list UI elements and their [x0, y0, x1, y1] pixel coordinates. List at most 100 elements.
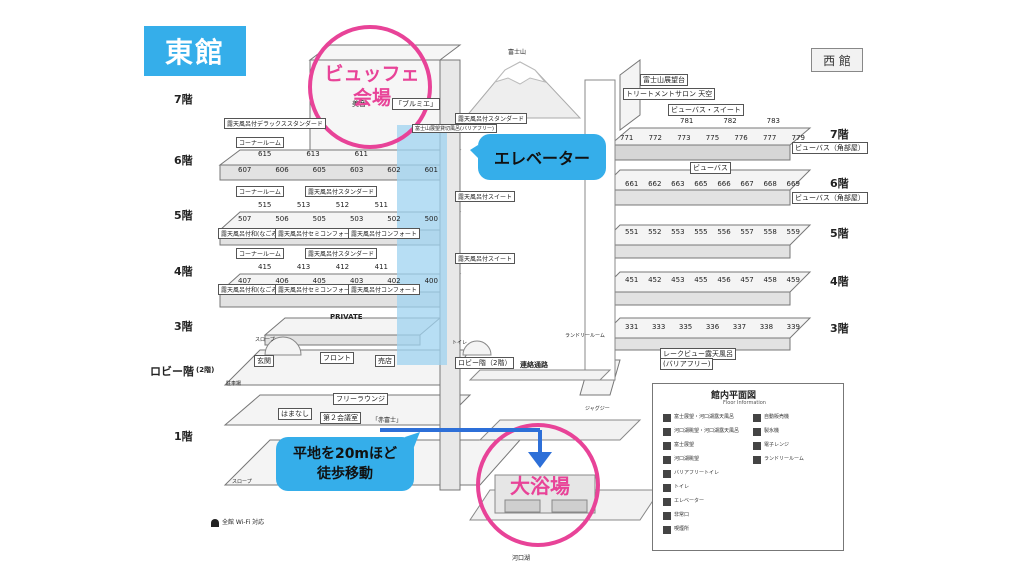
east-floor-3: 3階	[174, 320, 193, 333]
buffet-callout-line1: ビュッフェ	[324, 63, 420, 85]
east-floor-lobby-sub: (2階)	[196, 366, 215, 374]
room-number: 773	[677, 134, 691, 142]
wifi-note: 全館 Wi-Fi 対応	[211, 517, 264, 527]
room-number: 336	[705, 323, 720, 331]
legend-item: トイレ	[663, 484, 689, 492]
fuji-label: 富士山	[508, 49, 527, 56]
elevator-shaft	[397, 125, 447, 365]
room-number: 512	[335, 201, 350, 209]
legend-item-label: 製氷機	[764, 428, 780, 434]
legend-item-label: エレベーター	[674, 498, 705, 504]
room-number: 557	[740, 228, 754, 236]
entrance-label: 玄関	[254, 355, 274, 367]
legend-item: バリアフリートイレ	[663, 470, 719, 478]
room-number: 781	[680, 117, 694, 125]
legend-item: 河口湖眺望	[663, 456, 699, 464]
legend-symbol-icon	[663, 470, 671, 478]
legend-symbol-icon	[753, 442, 761, 450]
room-number: 782	[723, 117, 737, 125]
room-number: 331	[625, 323, 639, 331]
east-floor-7: 7階	[174, 93, 193, 106]
room-number: 500	[424, 215, 438, 223]
legend-item-label: トイレ	[674, 484, 690, 490]
west-floor-7: 7階	[830, 128, 849, 141]
west-stair-tower	[584, 79, 616, 381]
room-number: 506	[275, 215, 289, 223]
room-type-comfort-4: 露天風呂付コンフォート	[348, 284, 420, 295]
room-number: 551	[625, 228, 639, 236]
room-number: 411	[374, 263, 388, 271]
room-number: 553	[671, 228, 685, 236]
west-building-tag: 西 館	[811, 48, 863, 72]
room-number: 406	[275, 277, 289, 285]
buffet-callout-line2: 会場	[352, 87, 391, 109]
legend-symbol-icon	[753, 456, 761, 464]
room-number: 772	[648, 134, 662, 142]
room-number: 503	[349, 215, 364, 223]
room-number: 339	[786, 323, 800, 331]
wifi-icon	[211, 518, 219, 527]
walk-arrow-head	[528, 452, 552, 468]
legend-symbol-icon	[663, 484, 671, 492]
viewbath-corner-label-6: ビューバス（角部屋）	[792, 192, 868, 204]
room-number: 775	[705, 134, 720, 142]
parking-label: 駐車場	[226, 381, 242, 387]
east-floor-5: 5階	[174, 209, 193, 222]
walk-bubble-tail	[405, 432, 420, 452]
room-number: 413	[296, 263, 311, 271]
bath-callout: 大浴場	[510, 474, 570, 498]
room-number: 558	[763, 228, 777, 236]
room-number: 615	[258, 150, 272, 158]
room-number: 669	[786, 180, 800, 188]
room-type-standard-4: 露天風呂付スタンダード	[305, 248, 378, 259]
room-number: 412	[335, 263, 350, 271]
elevator-callout: エレベーター	[478, 134, 606, 180]
legend-item: 非常口	[663, 512, 689, 520]
legend-symbol-icon	[663, 512, 671, 520]
front-label: フロント	[320, 352, 354, 364]
room-number: 459	[786, 276, 800, 284]
room-number: 457	[740, 276, 754, 284]
room-number: 665	[694, 180, 708, 188]
room-number: 662	[648, 180, 662, 188]
room-number: 556	[717, 228, 731, 236]
mount-fuji-snow	[493, 61, 547, 85]
east-floor-6: 6階	[174, 154, 193, 167]
legend-item-label: ランドリールーム	[764, 456, 804, 462]
elevator-bubble-tail	[470, 145, 478, 158]
room-number: 403	[349, 277, 364, 285]
bath-tub-right	[551, 499, 588, 513]
bulmie-label: 「ブルミエ」	[392, 98, 440, 110]
room-number: 555	[694, 228, 708, 236]
toilet-label: トイレ	[452, 340, 468, 346]
room-number: 456	[717, 276, 731, 284]
legend-symbol-icon	[663, 428, 671, 436]
room-type-deluxe: 露天風呂付デラックススタンダード	[224, 118, 326, 129]
legend-item-label: 富士展望・河口湖露天風呂	[674, 414, 735, 420]
east-floor-lobby: ロビー階	[150, 365, 194, 378]
room-number: 661	[625, 180, 639, 188]
room-number: 605	[312, 166, 326, 174]
room-number: 400	[424, 277, 438, 285]
east-floor-4: 4階	[174, 265, 193, 278]
bath-highlight-circle	[476, 423, 600, 547]
free-lounge-label: フリーラウンジ	[333, 393, 388, 405]
hamanashi-label: はまなし	[278, 408, 312, 420]
private-label: PRIVATE	[330, 313, 363, 321]
room-number: 335	[678, 323, 693, 331]
laundry-label: ランドリールーム	[565, 333, 605, 339]
room-number: 507	[238, 215, 252, 223]
legend-title: 館内平面図	[711, 391, 757, 401]
legend-item: 製氷機	[753, 428, 779, 436]
bath-tub-left	[504, 499, 541, 513]
west-floor-5: 5階	[830, 227, 849, 240]
west-floor-4: 4階	[830, 275, 849, 288]
viewbath-corner-label-7: ビューバス（角部屋）	[792, 142, 868, 154]
